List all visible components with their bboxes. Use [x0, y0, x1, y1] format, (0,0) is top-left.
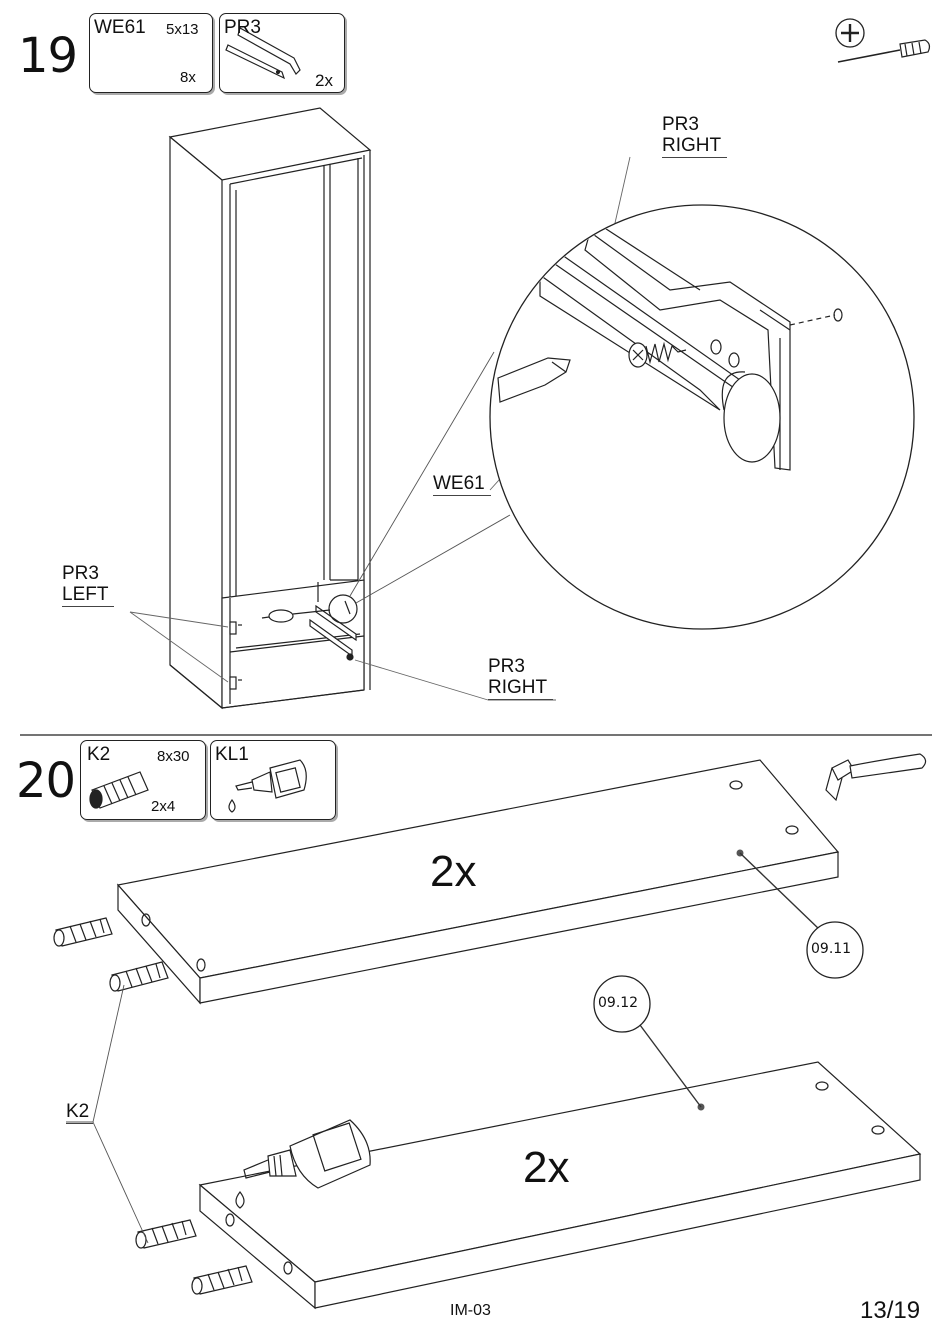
part-box-we61: WE61 5x13 8x	[89, 13, 213, 93]
label-line: PR3	[488, 656, 525, 677]
step-number-19: 19	[18, 32, 77, 80]
part-box-kl1: KL1	[210, 740, 336, 820]
label-line: PR3	[62, 563, 99, 584]
page-number: 13/19	[860, 1297, 920, 1325]
panel-top-qty: 2x	[430, 850, 476, 894]
doc-code: IM-03	[450, 1302, 491, 1320]
part-size: 8x30	[157, 749, 190, 764]
part-size: 5x13	[166, 22, 199, 37]
part-qty: 8x	[180, 70, 196, 85]
label-line: RIGHT	[662, 135, 721, 156]
label-line: PR3	[662, 114, 699, 135]
label-k2: K2	[66, 1101, 93, 1124]
part-code: PR3	[224, 18, 261, 37]
part-code: KL1	[215, 745, 249, 764]
ref-09-12: 09.12	[598, 995, 638, 1011]
label-line: RIGHT	[488, 677, 547, 698]
part-code: K2	[87, 745, 110, 764]
part-qty: 2x	[315, 72, 333, 89]
part-box-k2: K2 8x30 2x4	[80, 740, 206, 820]
cabinet-drawing	[170, 108, 510, 708]
label-pr3-right-bottom: PR3 RIGHT	[488, 657, 553, 700]
label-we61: WE61	[433, 474, 491, 496]
phillips-screwdriver-icon	[836, 19, 929, 62]
part-qty: 2x4	[151, 799, 175, 814]
label-pr3-right-top: PR3 RIGHT	[662, 115, 727, 158]
step-number-20: 20	[16, 757, 75, 805]
hammer-icon	[826, 754, 926, 800]
panel-bottom-qty: 2x	[523, 1146, 569, 1190]
ref-09-11: 09.11	[811, 941, 851, 957]
label-pr3-left: PR3 LEFT	[62, 564, 114, 607]
detail-zoom-circle	[490, 205, 914, 629]
label-line: LEFT	[62, 584, 108, 605]
part-box-pr3: PR3 2x	[219, 13, 345, 93]
part-code: WE61	[94, 18, 146, 37]
